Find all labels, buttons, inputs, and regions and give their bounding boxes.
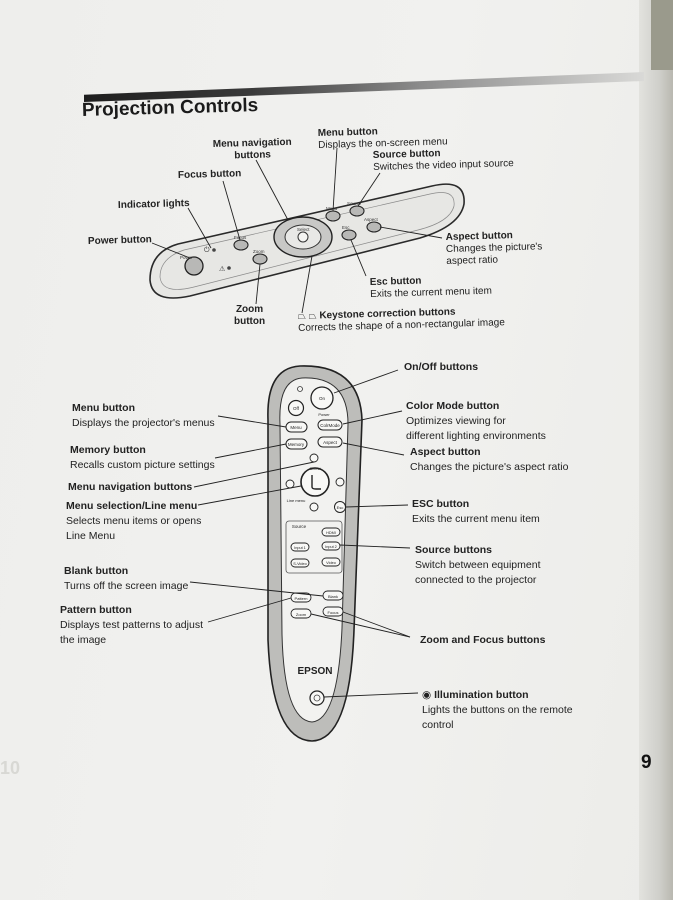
label-source-buttons: Source buttons Switch between equipment … xyxy=(415,544,541,586)
label-power-button: Power button xyxy=(87,234,153,247)
remote-nav-down-icon xyxy=(309,502,319,512)
remote-key-label-select: Select xyxy=(309,466,321,471)
label-menu-button-remote: Menu button Displays the projector's men… xyxy=(72,402,215,429)
remote-nav-left-icon xyxy=(285,479,295,489)
page-number: 9 xyxy=(641,752,652,773)
label-illumination-button: ◉ Illumination button Lights the buttons… xyxy=(422,689,573,731)
remote-key-label-input2: Input 2 xyxy=(325,545,337,549)
remote-key-label-focus: Focus xyxy=(328,610,339,615)
svg-text:⚠: ⚠ xyxy=(219,265,225,273)
remote-pattern-key xyxy=(290,592,312,603)
remote-key-label-input1: Input 1 xyxy=(294,546,306,550)
remote-video-key xyxy=(321,557,341,567)
remote-key-label-aspect: Aspect xyxy=(323,440,338,445)
bulb-icon xyxy=(313,694,321,702)
keystone-icon: ⏢ ⏢ xyxy=(297,310,320,323)
remote-key-label-off: Off xyxy=(293,406,300,411)
bleed-through-text: 10 xyxy=(0,758,21,778)
remote-key-label-on: On xyxy=(319,396,326,401)
panel-zoom-key xyxy=(252,253,268,265)
remote-key-label-zoom: Zoom xyxy=(296,612,307,617)
page-edge-shadow xyxy=(639,0,673,900)
label-blank-button: Blank button Turns off the screen image xyxy=(64,565,189,592)
panel-key-label-aspect: Aspect xyxy=(364,217,379,222)
panel-key-label-source: Source xyxy=(347,201,362,206)
remote-key-label-linemenu: Line menu xyxy=(287,498,306,503)
panel-power-key xyxy=(184,256,204,276)
remote-key-label-colormode: ColrMode xyxy=(320,423,340,428)
label-esc-button-remote: ESC button Exits the current menu item xyxy=(412,498,540,525)
label-esc-button-panel: Esc button Exits the current menu item xyxy=(369,275,492,300)
label-memory-button: Memory button Recalls custom picture set… xyxy=(70,444,215,471)
label-pattern-button: Pattern button Displays test patterns to… xyxy=(60,604,203,646)
panel-aspect-key xyxy=(366,221,382,233)
remote-key-label-video: Video xyxy=(326,561,336,565)
svg-text:⏻: ⏻ xyxy=(204,246,210,254)
remote-key-label-blank: Blank xyxy=(328,594,338,599)
remote-hdmi-key xyxy=(321,527,341,537)
remote-off-key xyxy=(287,399,305,417)
remote-source-block xyxy=(285,520,343,574)
panel-key-label-esc: Esc xyxy=(342,225,350,230)
page-edge-top xyxy=(651,0,673,70)
remote-aspect-key xyxy=(317,436,343,448)
panel-callout-lines xyxy=(151,147,443,314)
label-menu-selection: Menu selection/Line menu Selects menu it… xyxy=(66,500,202,542)
remote-key-label-memory: Memory xyxy=(288,442,305,447)
remote-callout-lines xyxy=(189,369,419,698)
label-color-mode-button: Color Mode button Optimizes viewing for … xyxy=(406,400,546,442)
remote-key-label-esc: Esc xyxy=(337,505,344,510)
remote-blank-key xyxy=(322,590,344,601)
panel-menu-key xyxy=(325,210,341,222)
projector-panel: ⏻ ⚠ xyxy=(149,183,465,299)
remote-esc-key xyxy=(334,501,346,513)
remote-key-label-power: Power xyxy=(318,412,330,417)
remote-brand-logo: EPSON xyxy=(297,666,332,677)
remote-on-key xyxy=(310,386,334,410)
remote-input1-key xyxy=(290,542,310,552)
label-indicator-lights: Indicator lights xyxy=(117,198,190,211)
label-onoff-buttons: On/Off buttons xyxy=(404,361,479,373)
remote-input2-key xyxy=(321,541,341,551)
label-menu-navigation-remote: Menu navigation buttons xyxy=(68,481,193,493)
label-aspect-button-panel: Aspect button Changes the picture's aspe… xyxy=(445,230,543,267)
label-focus-button: Focus button xyxy=(177,168,242,181)
remote-control xyxy=(267,365,363,742)
panel-source-key xyxy=(349,205,365,217)
panel-key-label-focus: Focus xyxy=(234,235,247,240)
remote-key-label-pattern: Pattern xyxy=(295,596,308,601)
remote-select-key xyxy=(300,467,330,497)
panel-key-label-zoom: Zoom xyxy=(253,249,265,254)
label-aspect-button-remote: Aspect button Changes the picture's aspe… xyxy=(410,446,569,473)
remote-key-label-source: Source xyxy=(292,524,307,529)
remote-key-label-hdmi: HDMI xyxy=(326,531,336,535)
panel-key-label-select: Select xyxy=(297,227,310,232)
illumination-icon: ◉ xyxy=(422,689,435,701)
remote-nav-right-icon xyxy=(335,477,345,487)
remote-nav-up-icon xyxy=(309,453,319,463)
label-source-button: Source button Switches the video input s… xyxy=(372,148,514,173)
remote-colormode-key xyxy=(317,419,343,431)
remote-illumination-key xyxy=(309,690,325,706)
remote-key-label-menu: Menu xyxy=(290,425,302,430)
panel-key-label-menu: Menu xyxy=(326,206,338,211)
panel-key-label-power: Power xyxy=(180,255,193,260)
panel-esc-key xyxy=(341,229,357,241)
remote-focus-key xyxy=(322,606,344,617)
panel-focus-key xyxy=(233,239,249,251)
label-zoom-focus-buttons: Zoom and Focus buttons xyxy=(420,634,546,646)
remote-key-label-svideo: S-Video xyxy=(293,562,306,566)
remote-zoom-key xyxy=(290,608,312,619)
remote-svideo-key xyxy=(290,558,310,568)
